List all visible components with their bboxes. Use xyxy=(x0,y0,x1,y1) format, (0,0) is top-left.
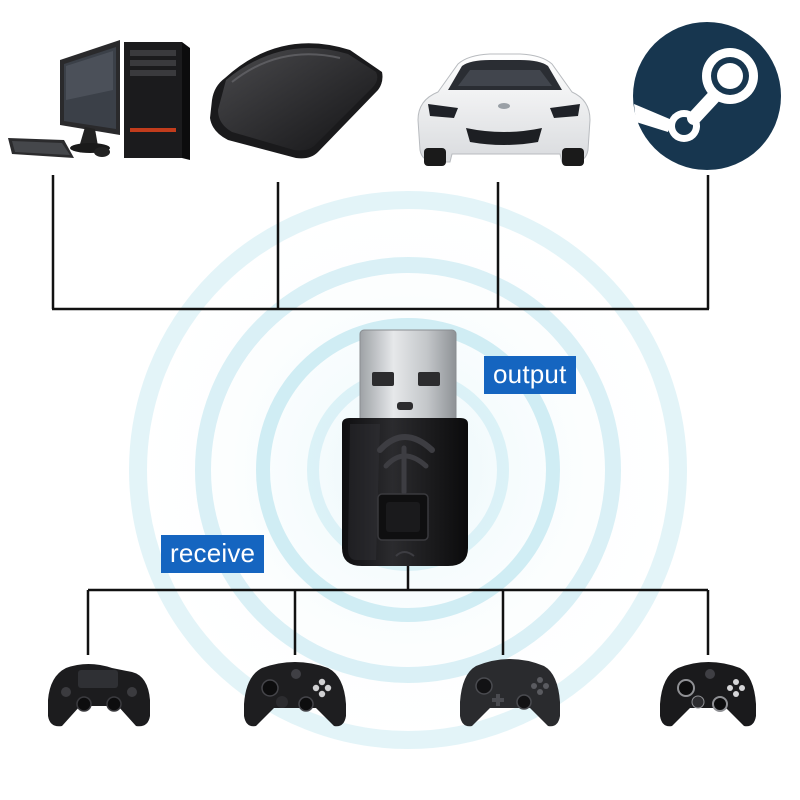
input-connector-lines xyxy=(86,562,710,655)
output-connector-lines xyxy=(51,175,710,311)
ps4-controller-icon xyxy=(48,664,150,727)
desktop-computer-icon xyxy=(8,40,190,160)
switch-pro-controller-icon xyxy=(460,659,560,727)
output-label: output xyxy=(484,356,576,394)
car-icon xyxy=(417,53,591,166)
xbox-controller-icon xyxy=(244,662,346,727)
usb-dongle-icon xyxy=(342,329,468,566)
steam-logo-icon xyxy=(633,22,781,170)
xbox-elite-controller-icon xyxy=(660,662,756,727)
tv-box-icon xyxy=(210,43,383,159)
receive-label: receive xyxy=(161,535,265,573)
